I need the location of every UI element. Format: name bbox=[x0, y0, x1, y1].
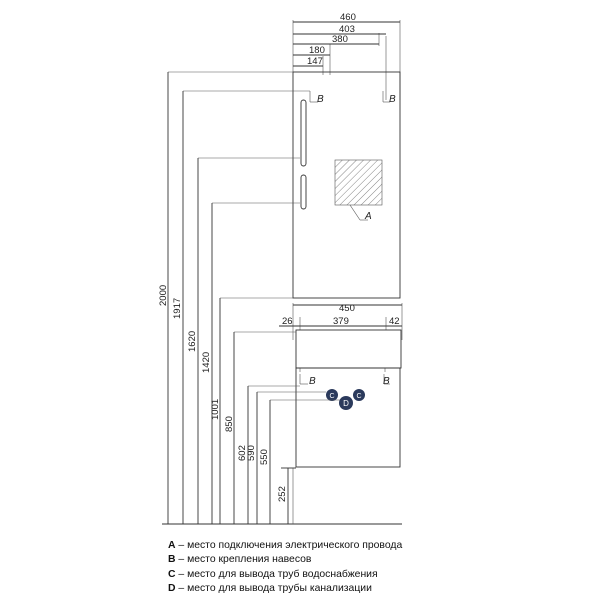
dim-42: 42 bbox=[389, 316, 400, 327]
dim-1917: 1917 bbox=[172, 298, 183, 319]
legend-item-a: A – место подключения электрического про… bbox=[168, 540, 403, 551]
electrical-zone bbox=[334, 159, 383, 206]
dim-450: 450 bbox=[339, 303, 355, 314]
marker-b-cabinet-left: B bbox=[317, 94, 324, 105]
dim-403: 403 bbox=[339, 24, 355, 35]
dim-147: 147 bbox=[307, 56, 323, 67]
vanity-dimension-lines bbox=[279, 303, 403, 340]
dim-252: 252 bbox=[277, 486, 288, 502]
top-dimension-lines bbox=[292, 20, 401, 100]
legend-item-c: C – место для вывода труб водоснабжения bbox=[168, 568, 378, 580]
dim-460: 460 bbox=[340, 12, 356, 23]
svg-text:C: C bbox=[329, 393, 334, 400]
legend-item-b: B – место крепления навесов bbox=[168, 554, 312, 566]
dim-1001: 1001 bbox=[210, 399, 221, 420]
handle-upper bbox=[300, 99, 307, 167]
marker-a: A bbox=[364, 211, 372, 222]
handle-lower bbox=[300, 174, 307, 210]
marker-b-vanity-left: B bbox=[309, 376, 316, 387]
dim-1420: 1420 bbox=[201, 352, 212, 373]
height-dimension-lines bbox=[167, 71, 340, 524]
legend-item-d: D – место для вывода трубы канализации bbox=[168, 582, 372, 594]
dim-380: 380 bbox=[332, 34, 348, 45]
dim-1620: 1620 bbox=[187, 331, 198, 352]
svg-text:C: C bbox=[356, 393, 361, 400]
dim-590: 590 bbox=[246, 445, 257, 461]
marker-b-vanity-right: B bbox=[383, 376, 390, 387]
marker-b-cabinet-right: B bbox=[389, 94, 396, 105]
dim-2000: 2000 bbox=[158, 285, 169, 306]
dim-180: 180 bbox=[309, 45, 325, 56]
dim-379: 379 bbox=[333, 316, 349, 327]
dim-602: 602 bbox=[237, 445, 248, 461]
svg-text:D: D bbox=[343, 399, 349, 408]
marker-c-right: C bbox=[353, 389, 365, 401]
marker-c-left: C bbox=[326, 389, 338, 401]
dim-26: 26 bbox=[282, 316, 293, 327]
marker-d: D bbox=[339, 396, 353, 410]
vanity-unit bbox=[295, 329, 402, 468]
dim-550: 550 bbox=[259, 449, 270, 465]
legend: A – место подключения электрического про… bbox=[168, 539, 588, 596]
wall-cabinet bbox=[292, 71, 401, 299]
dim-850: 850 bbox=[224, 416, 235, 432]
